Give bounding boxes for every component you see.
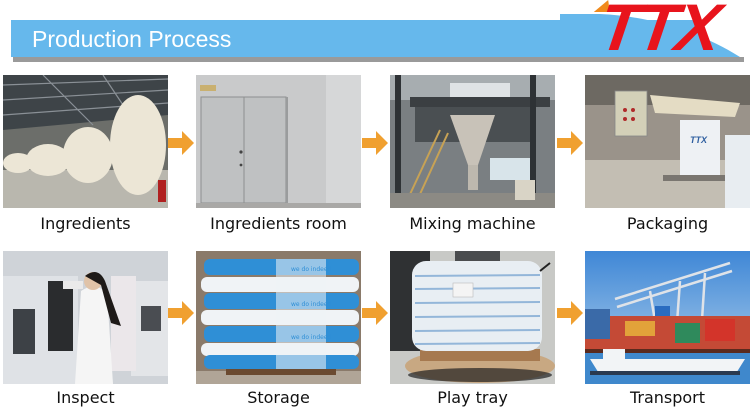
photo-ingredients [3, 75, 168, 208]
photo-play-tray [390, 251, 555, 384]
arrow-right-icon [362, 300, 388, 326]
step-label: Mixing machine [409, 214, 536, 233]
svg-text:we do indeed: we do indeed [291, 301, 332, 308]
photo-storage: we do indeed we do indeed we do indeed [196, 251, 361, 384]
step-label: Inspect [56, 388, 115, 407]
step-label: Transport [629, 388, 706, 407]
arrow-right-icon [557, 130, 583, 156]
arrow-right-icon [168, 130, 194, 156]
step-label: Ingredients [40, 214, 131, 233]
step-label: Packaging [626, 214, 709, 233]
arrow-right-icon [362, 130, 388, 156]
logo-text: TTX [594, 0, 724, 64]
step-label: Play tray [437, 388, 508, 407]
photo-ingredients-room [196, 75, 361, 208]
photo-inspect [3, 251, 168, 384]
svg-text:TTX: TTX [690, 135, 708, 145]
header-swoosh [560, 14, 740, 57]
arrow-right-icon [168, 300, 194, 326]
header-shadow [13, 57, 744, 62]
arrow-right-icon [557, 300, 583, 326]
photo-mixing-machine [390, 75, 555, 208]
svg-text:we do indeed: we do indeed [291, 334, 332, 341]
photo-packaging: TTX [585, 75, 750, 208]
step-label: Ingredients room [210, 214, 347, 233]
page-title: Production Process [32, 26, 232, 52]
step-label: Storage [247, 388, 310, 407]
photo-transport [585, 251, 750, 384]
svg-text:we do indeed: we do indeed [291, 266, 332, 273]
brand-logo: TTX [593, 0, 750, 64]
